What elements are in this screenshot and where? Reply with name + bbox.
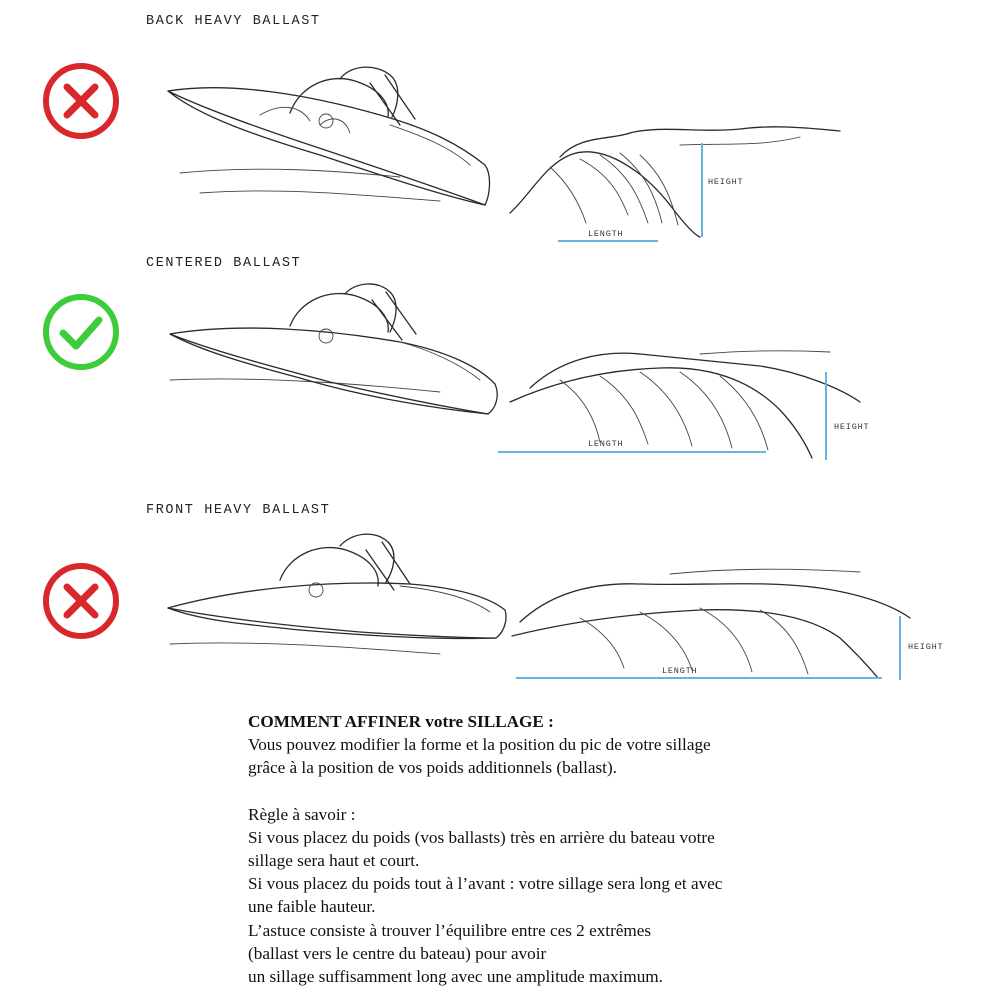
explanation-text: COMMENT AFFINER votre SILLAGE : Vous pou…: [248, 710, 868, 988]
rule-line: une faible hauteur.: [248, 897, 376, 917]
wake-sketch: [179, 126, 841, 238]
length-label: LENGTH: [662, 666, 697, 676]
length-label: LENGTH: [588, 439, 623, 449]
boat-sketch: [167, 66, 491, 206]
boat-sketch: [167, 533, 507, 640]
length-label: LENGTH: [588, 229, 623, 239]
wake-sketch: [169, 350, 861, 459]
rule-line: Si vous placez du poids tout à l’avant :…: [248, 874, 723, 894]
height-label: HEIGHT: [708, 177, 743, 187]
section-title-back-heavy: BACK HEAVY BALLAST: [146, 14, 321, 29]
intro-line: grâce à la position de vos poids additio…: [248, 758, 617, 778]
rule-line: sillage sera haut et court.: [248, 851, 420, 871]
centered-illustration: HEIGHT LENGTH: [140, 280, 1000, 470]
height-label: HEIGHT: [834, 422, 869, 432]
section-title-front-heavy: FRONT HEAVY BALLAST: [146, 503, 331, 518]
rule-line: L’astuce consiste à trouver l’équilibre …: [248, 920, 652, 940]
check-icon: [41, 292, 121, 372]
rule-line: (ballast vers le centre du bateau) pour …: [248, 943, 547, 963]
cross-icon: [41, 561, 121, 641]
wake-sketch: [169, 568, 911, 679]
front-heavy-illustration: HEIGHT LENGTH: [140, 528, 1000, 698]
cross-icon: [41, 61, 121, 141]
back-heavy-illustration: HEIGHT LENGTH: [140, 55, 1000, 255]
intro-line: Vous pouvez modifier la forme et la posi…: [248, 735, 711, 755]
rule-line: Règle à savoir :: [248, 804, 356, 824]
rule-line: Si vous placez du poids (vos ballasts) t…: [248, 827, 715, 847]
rule-line: un sillage suffisamment long avec une am…: [248, 967, 663, 987]
height-label: HEIGHT: [908, 642, 943, 652]
explanation-heading: COMMENT AFFINER votre SILLAGE :: [248, 712, 554, 731]
section-title-centered: CENTERED BALLAST: [146, 256, 302, 271]
boat-sketch: [169, 283, 498, 415]
